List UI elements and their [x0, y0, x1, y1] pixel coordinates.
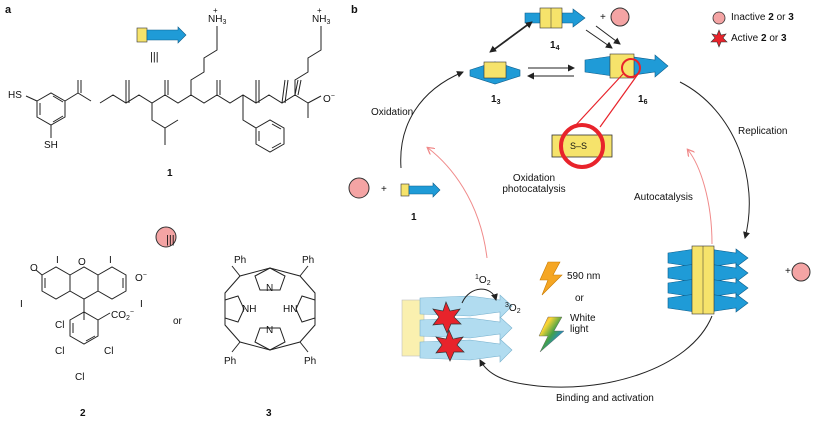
- equivalence-sign: |||: [166, 234, 175, 246]
- atom-label: N: [266, 283, 274, 294]
- atom-label: HS: [8, 90, 22, 101]
- equilibrium-arrow: [489, 23, 529, 53]
- peptide-arrow-icon: [136, 26, 187, 44]
- atom-label: Ph: [302, 255, 315, 266]
- atom-label: O−: [135, 272, 147, 284]
- atom-label: Ph: [224, 356, 237, 367]
- species-label-1-3: 13: [491, 94, 501, 106]
- inactive-catalyst-icon: [610, 7, 630, 27]
- legend-active-label: Active 2 or 3: [731, 33, 787, 44]
- charge-label: +: [317, 6, 322, 15]
- photocatalysis-arrow: [428, 148, 488, 259]
- binding-activation-label: Binding and activation: [556, 393, 654, 404]
- atom-label: Ph: [304, 356, 317, 367]
- atom-label: I: [109, 255, 112, 266]
- autocatalysis-label: Autocatalysis: [634, 192, 693, 203]
- disulfide-zoom: [551, 123, 613, 169]
- equivalence-sign: |||: [150, 51, 159, 63]
- species-label-1: 1: [411, 212, 417, 223]
- atom-label: N: [266, 325, 274, 336]
- or-label: or: [173, 316, 182, 327]
- triplet-oxygen-label: 3O2: [505, 302, 521, 315]
- plus-sign: +: [785, 266, 791, 277]
- atom-label: NH3: [208, 14, 227, 26]
- wavelength-label: 590 nm: [567, 271, 601, 282]
- legend-inactive-label: Inactive 2 or 3: [731, 12, 794, 23]
- replication-label: Replication: [738, 126, 788, 137]
- macrocycle-1-3: [469, 61, 521, 85]
- zoom-line: [599, 73, 639, 128]
- inactive-catalyst-icon: [791, 262, 811, 282]
- white-light-icon: [538, 316, 565, 353]
- active-catalyst-icon: [432, 301, 462, 334]
- atom-label: I: [56, 255, 59, 266]
- oxygen-conversion-arrow: [461, 288, 498, 304]
- fibre-stack: [667, 245, 749, 315]
- atom-label: I: [20, 299, 23, 310]
- compound-3-structure: [224, 265, 316, 353]
- atom-label: O: [78, 257, 86, 268]
- compound-1-structure: [25, 26, 322, 153]
- atom-label: HN: [283, 304, 298, 315]
- atom-label: CO2−: [111, 309, 134, 322]
- compound-2-structure: [35, 266, 127, 345]
- compound-label-2: 2: [80, 408, 86, 419]
- atom-label: NH3: [312, 14, 331, 26]
- inactive-catalyst-icon: [155, 226, 177, 248]
- singlet-oxygen-label: 1O2: [475, 274, 491, 287]
- atom-label: Cl: [104, 346, 114, 357]
- equilibrium-arrow: [595, 25, 621, 45]
- species-label-1-4: 14: [550, 40, 560, 52]
- atom-label: NH: [242, 304, 257, 315]
- legend-active-icon: [710, 29, 728, 48]
- oxidation-arrow: [400, 71, 464, 169]
- or-label: or: [575, 293, 584, 304]
- zoom-line: [573, 73, 624, 128]
- inactive-catalyst-icon: [348, 177, 370, 199]
- atom-label: Cl: [55, 320, 65, 331]
- panel-label-a: a: [5, 4, 12, 16]
- binding-activation-arrow: [479, 315, 713, 388]
- peptide-1-icon: [400, 182, 441, 198]
- atom-label: Cl: [75, 372, 85, 383]
- plus-sign: +: [381, 184, 387, 195]
- species-label-1-6: 16: [638, 94, 648, 106]
- compound-label-3: 3: [266, 408, 272, 419]
- atom-label: Ph: [234, 255, 247, 266]
- active-catalyst-icon: [435, 329, 465, 362]
- panel-label-b: b: [351, 4, 358, 16]
- atom-label: O−: [323, 93, 335, 105]
- equilibrium-arrow: [493, 21, 533, 51]
- plus-sign: +: [600, 12, 606, 23]
- oxidation-label: Oxidation: [371, 107, 414, 118]
- autocatalysis-arrow: [688, 150, 713, 245]
- lightning-icon: [539, 261, 563, 296]
- atom-label: O: [30, 263, 38, 274]
- legend-inactive-icon: [712, 11, 726, 25]
- atom-label: Cl: [55, 346, 65, 357]
- replication-arrow: [679, 81, 750, 239]
- atom-label: I: [140, 299, 143, 310]
- compound-label-1: 1: [167, 168, 173, 179]
- disulfide-label: S–S: [570, 141, 588, 151]
- charge-label: +: [213, 6, 218, 15]
- macrocycle-1-4: [524, 7, 586, 29]
- macrocycle-1-6: [584, 53, 669, 79]
- atom-label: SH: [44, 140, 58, 151]
- equilibrium-arrow: [585, 29, 613, 49]
